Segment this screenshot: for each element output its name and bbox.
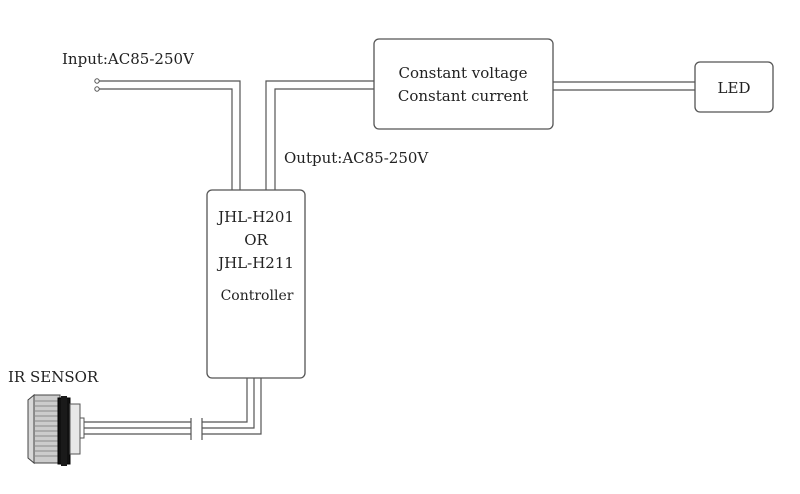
led-label: LED [718, 79, 751, 97]
input-wires [99, 80, 241, 190]
ir-sensor-icon [27, 393, 85, 466]
controller-line3: JHL-H211 [216, 254, 294, 272]
led-wires [553, 81, 695, 91]
led-box [694, 61, 774, 113]
sensor-label: IR SENSOR [8, 368, 99, 386]
output-wires [265, 80, 374, 190]
driver-box [373, 38, 554, 130]
input-terminals [94, 78, 100, 92]
driver-line1: Constant voltage [398, 64, 527, 82]
controller-line2: OR [244, 231, 268, 249]
sensor-wires [78, 378, 262, 440]
driver-line2: Constant current [398, 87, 528, 105]
controller-line4: Controller [221, 288, 294, 304]
input-label: Input:AC85-250V [62, 50, 195, 68]
controller-line1: JHL-H201 [216, 208, 294, 226]
output-label: Output:AC85-250V [284, 149, 429, 167]
controller-box [206, 189, 306, 379]
